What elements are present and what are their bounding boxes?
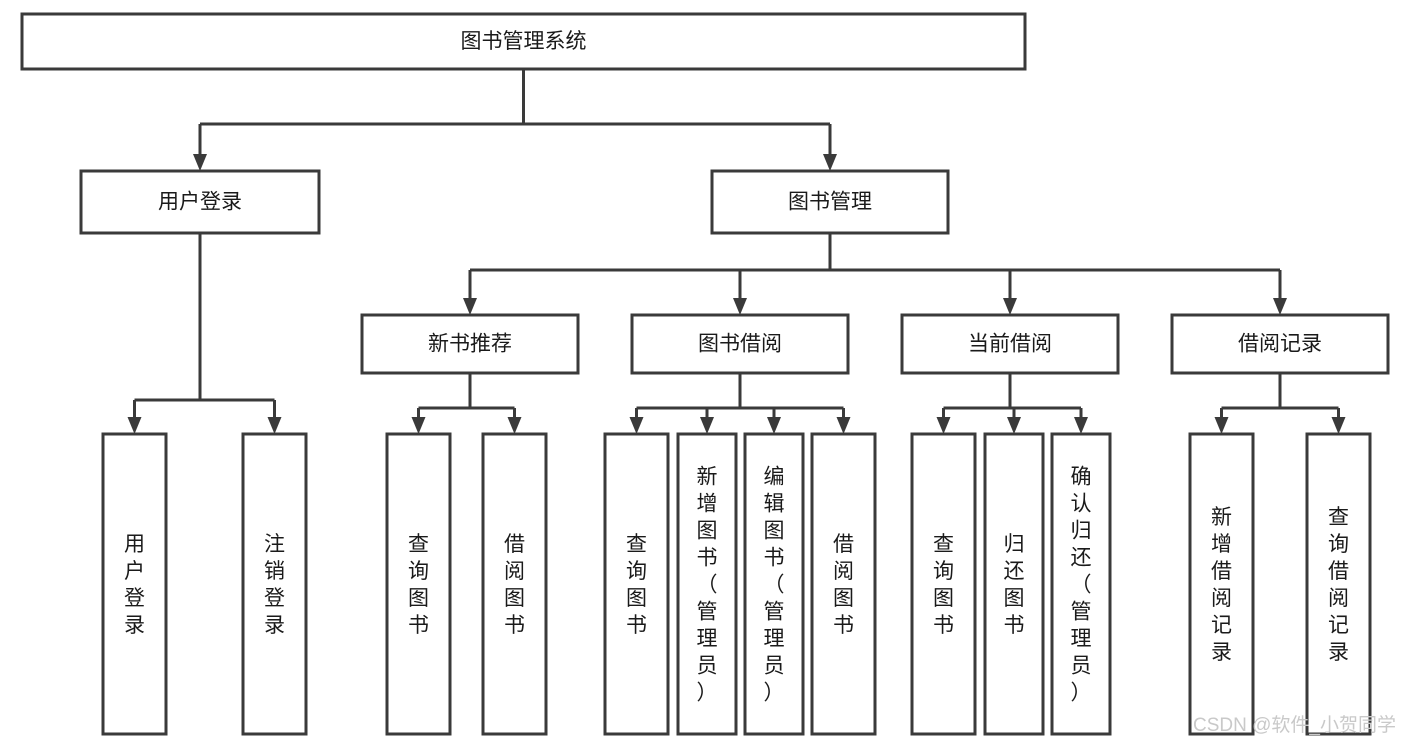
node-leaf-8-查询图书-box[interactable] [910, 432, 977, 736]
edge-userlogin-arrow-1 [267, 417, 282, 434]
csdn-watermark: CSDN @软件_小贺同学 [1193, 714, 1396, 736]
node-leaf-0-用户登录-label: 用户登录 [124, 533, 145, 637]
edge-root-arrow-0 [193, 154, 207, 171]
node-l3-借阅记录-box[interactable] [1170, 313, 1390, 375]
node-leaf-3-借阅图书[interactable]: 借阅图书 [481, 432, 548, 736]
node-leaf-7-借阅图书[interactable]: 借阅图书 [810, 432, 877, 736]
node-leaf-12-查询借阅记录-label: 查询借阅记录 [1328, 506, 1349, 664]
node-leaf-8-查询图书-label: 查询图书 [933, 533, 954, 637]
node-l2-用户登录-label: 用户登录 [158, 191, 242, 214]
node-leaf-6-编辑图书管理员-label: 编辑图书（管理员） [764, 466, 785, 705]
node-leaf-9-归还图书-label: 归还图书 [1004, 533, 1025, 637]
node-l3-图书借阅-label: 图书借阅 [698, 333, 782, 356]
node-l2-用户登录[interactable]: 用户登录 [79, 169, 321, 235]
edge-bookmgmt-arrow-2 [1003, 298, 1017, 315]
node-l2-图书管理[interactable]: 图书管理 [710, 169, 950, 235]
node-leaf-5-新增图书管理员-label: 新增图书（管理员） [697, 466, 718, 705]
node-l3-新书推荐[interactable]: 新书推荐 [360, 313, 580, 375]
node-leaf-3-借阅图书-label: 借阅图书 [504, 533, 525, 637]
node-root-图书管理系统-box[interactable] [20, 12, 1027, 71]
node-leaf-2-查询图书-box[interactable] [385, 432, 452, 736]
edge-当前借阅-arrow-1 [1007, 417, 1021, 434]
node-leaf-0-用户登录[interactable]: 用户登录 [101, 432, 168, 736]
edge-新书推荐-arrow-0 [411, 417, 426, 434]
node-leaf-7-借阅图书-label: 借阅图书 [833, 533, 854, 637]
node-leaf-12-查询借阅记录[interactable]: 查询借阅记录 [1305, 432, 1372, 736]
node-leaf-2-查询图书-label: 查询图书 [408, 533, 429, 637]
edge-bookmgmt-arrow-1 [733, 298, 747, 315]
node-leaf-4-查询图书[interactable]: 查询图书 [603, 432, 670, 736]
node-l3-借阅记录[interactable]: 借阅记录 [1170, 313, 1390, 375]
edge-借阅记录-arrow-0 [1214, 417, 1229, 434]
node-leaf-9-归还图书[interactable]: 归还图书 [983, 432, 1045, 736]
node-l3-当前借阅-box[interactable] [900, 313, 1120, 375]
node-leaf-1-注销登录[interactable]: 注销登录 [241, 432, 308, 736]
node-leaf-4-查询图书-box[interactable] [603, 432, 670, 736]
node-leaf-5-新增图书管理员[interactable]: 新增图书（管理员） [676, 432, 738, 736]
node-leaf-1-注销登录-label: 注销登录 [264, 533, 285, 637]
node-leaf-6-编辑图书管理员-box[interactable] [743, 432, 805, 736]
node-leaf-10-确认归还管理员[interactable]: 确认归还（管理员） [1050, 432, 1112, 736]
edge-图书借阅-arrow-1 [700, 417, 714, 434]
node-leaf-5-新增图书管理员-box[interactable] [676, 432, 738, 736]
edge-图书借阅-arrow-3 [836, 417, 851, 434]
node-root-图书管理系统-label: 图书管理系统 [461, 30, 587, 53]
edge-借阅记录-arrow-1 [1331, 417, 1346, 434]
node-l2-图书管理-label: 图书管理 [788, 191, 872, 214]
node-l3-借阅记录-label: 借阅记录 [1238, 333, 1322, 356]
node-l3-当前借阅[interactable]: 当前借阅 [900, 313, 1120, 375]
node-l3-图书借阅[interactable]: 图书借阅 [630, 313, 850, 375]
node-leaf-10-确认归还管理员-label: 确认归还（管理员） [1071, 466, 1092, 705]
node-l3-图书借阅-box[interactable] [630, 313, 850, 375]
node-l3-新书推荐-label: 新书推荐 [428, 333, 512, 356]
node-leaf-11-新增借阅记录-box[interactable] [1188, 432, 1255, 736]
edge-图书借阅-arrow-0 [629, 417, 644, 434]
node-leaf-7-借阅图书-box[interactable] [810, 432, 877, 736]
node-leaf-11-新增借阅记录[interactable]: 新增借阅记录 [1188, 432, 1255, 736]
node-leaf-10-确认归还管理员-box[interactable] [1050, 432, 1112, 736]
node-leaf-2-查询图书[interactable]: 查询图书 [385, 432, 452, 736]
node-l3-新书推荐-box[interactable] [360, 313, 580, 375]
node-leaf-0-用户登录-box[interactable] [101, 432, 168, 736]
edge-bookmgmt-arrow-3 [1273, 298, 1287, 315]
node-leaf-6-编辑图书管理员[interactable]: 编辑图书（管理员） [743, 432, 805, 736]
node-l2-用户登录-box[interactable] [79, 169, 321, 235]
edge-bookmgmt-arrow-0 [463, 298, 477, 315]
edge-图书借阅-arrow-2 [767, 417, 781, 434]
edge-root-arrow-1 [823, 154, 837, 171]
node-leaf-9-归还图书-box[interactable] [983, 432, 1045, 736]
edge-当前借阅-arrow-2 [1074, 417, 1088, 434]
edge-新书推荐-arrow-1 [507, 417, 522, 434]
node-l2-图书管理-box[interactable] [710, 169, 950, 235]
node-leaf-1-注销登录-box[interactable] [241, 432, 308, 736]
nodes-layer: 图书管理系统用户登录图书管理新书推荐图书借阅当前借阅借阅记录用户登录注销登录查询… [20, 12, 1390, 736]
node-leaf-12-查询借阅记录-box[interactable] [1305, 432, 1372, 736]
node-leaf-8-查询图书[interactable]: 查询图书 [910, 432, 977, 736]
node-root-图书管理系统[interactable]: 图书管理系统 [20, 12, 1027, 71]
edge-userlogin-arrow-0 [127, 417, 142, 434]
node-leaf-4-查询图书-label: 查询图书 [626, 533, 647, 637]
node-leaf-11-新增借阅记录-label: 新增借阅记录 [1211, 506, 1232, 664]
node-leaf-3-借阅图书-box[interactable] [481, 432, 548, 736]
node-l3-当前借阅-label: 当前借阅 [968, 333, 1052, 356]
connectors-layer [127, 69, 1346, 434]
edge-当前借阅-arrow-0 [936, 417, 951, 434]
